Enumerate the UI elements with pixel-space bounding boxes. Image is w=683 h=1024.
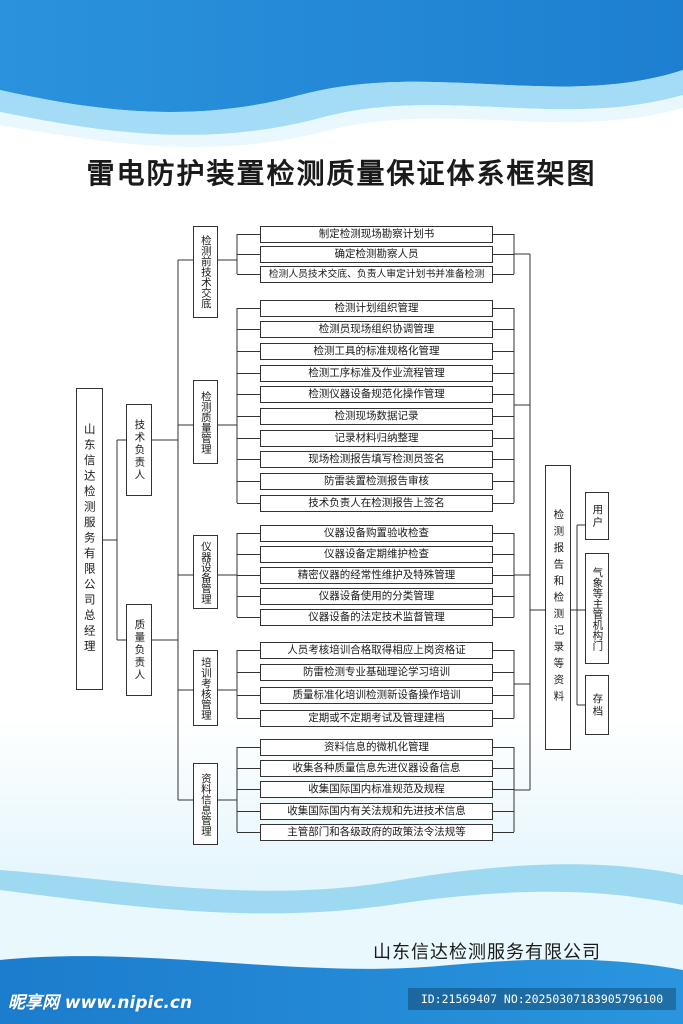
general-manager-box: 山东信达检测服务有限公司总经理 — [76, 388, 103, 690]
item-box: 确定检测勘察人员 — [260, 246, 493, 263]
company-name: 山东信达检测服务有限公司 — [373, 942, 601, 963]
destination-user-box: 用户 — [585, 492, 609, 540]
item-box: 仪器设备定期维护检查 — [260, 546, 493, 563]
group-equipment-box: 仪器设备管理 — [193, 535, 218, 609]
item-box: 收集各种质量信息先进仪器设备信息 — [260, 760, 493, 777]
destination-authority-box: 气象等主管机构门 — [585, 553, 609, 664]
item-box: 收集国际国内有关法规和先进技术信息 — [260, 803, 493, 820]
item-box: 防雷装置检测报告审核 — [260, 473, 493, 490]
item-box: 检测计划组织管理 — [260, 300, 493, 317]
watermark-id: ID:21569407 NO:20250307183905796100 — [408, 988, 676, 1010]
item-box: 主管部门和各级政府的政策法令法规等 — [260, 824, 493, 841]
item-box: 检测工具的标准规格化管理 — [260, 343, 493, 360]
item-box: 检测工序标准及作业流程管理 — [260, 365, 493, 382]
destination-archive-box: 存档 — [585, 675, 609, 735]
item-box: 制定检测现场勘察计划书 — [260, 226, 493, 243]
item-box: 防雷检测专业基础理论学习培训 — [260, 664, 493, 681]
group-quality-box: 检测质量管理 — [193, 380, 218, 464]
quality-lead-box: 质量负责人 — [126, 604, 152, 696]
item-box: 仪器设备购置验收检查 — [260, 525, 493, 542]
item-box: 现场检测报告填写检测员签名 — [260, 451, 493, 468]
technical-lead-box: 技术负责人 — [126, 404, 152, 496]
watermark-site: 昵享网 www.nipic.cn — [8, 993, 193, 1013]
item-box: 记录材料归纳整理 — [260, 430, 493, 447]
item-box: 仪器设备使用的分类管理 — [260, 588, 493, 605]
item-box: 资料信息的微机化管理 — [260, 739, 493, 756]
item-box: 检测人员技术交底、负责人审定计划书并准备检测 — [260, 266, 493, 283]
records-box: 检测报告和检测记录等资料 — [545, 465, 571, 750]
item-box: 技术负责人在检测报告上签名 — [260, 495, 493, 512]
page-title: 雷电防护装置检测质量保证体系框架图 — [86, 157, 597, 190]
item-box: 人员考核培训合格取得相应上岗资格证 — [260, 642, 493, 659]
item-box: 定期或不定期考试及管理建档 — [260, 710, 493, 727]
item-box: 精密仪器的经常性维护及特殊管理 — [260, 567, 493, 584]
item-box: 收集国际国内标准规范及规程 — [260, 781, 493, 798]
group-pre-inspection-box: 检测前技术交底 — [193, 226, 218, 318]
group-records-box: 资料信息管理 — [193, 763, 218, 845]
item-box: 检测仪器设备规范化操作管理 — [260, 386, 493, 403]
group-training-box: 培训考核管理 — [193, 650, 218, 726]
item-box: 检测员现场组织协调管理 — [260, 321, 493, 338]
item-box: 检测现场数据记录 — [260, 408, 493, 425]
item-box: 仪器设备的法定技术监督管理 — [260, 609, 493, 626]
item-box: 质量标准化培训检测新设备操作培训 — [260, 687, 493, 704]
